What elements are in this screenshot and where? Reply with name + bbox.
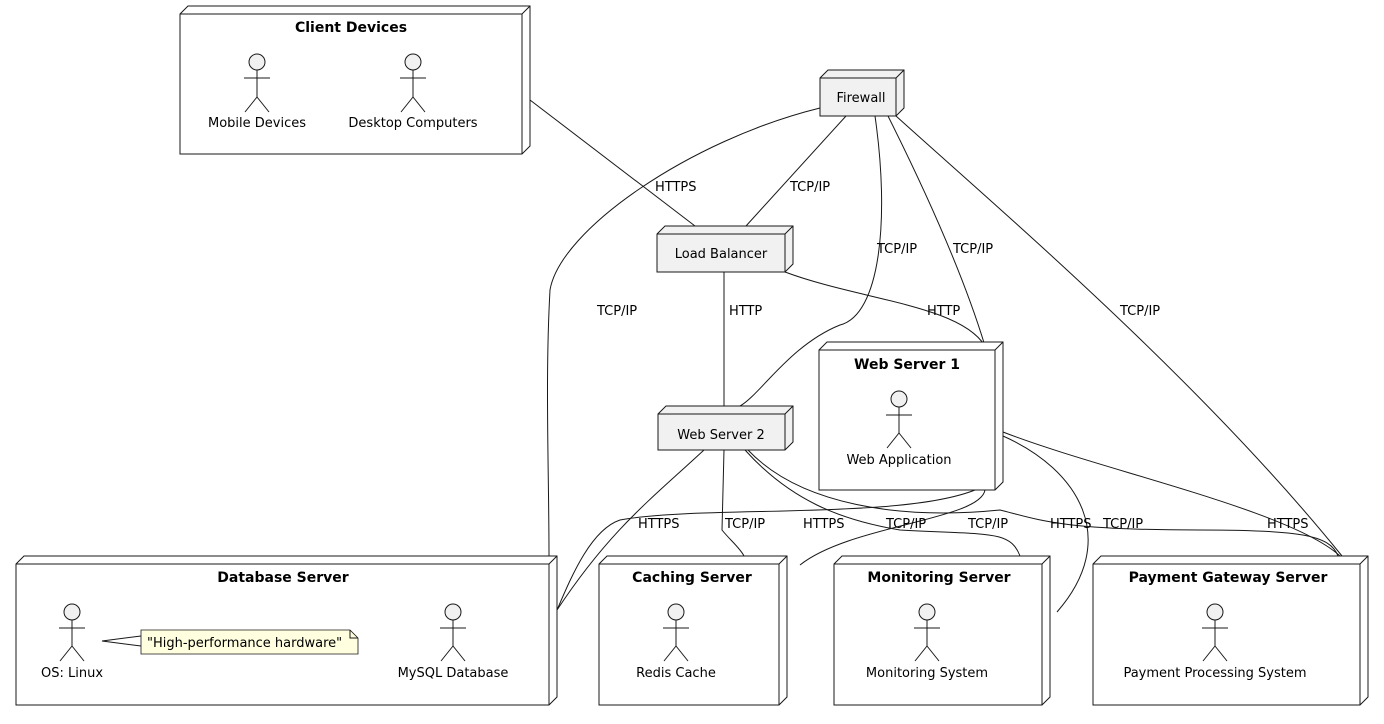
actor-icon bbox=[1202, 603, 1228, 662]
actor-icon bbox=[59, 603, 85, 662]
edge-firewall-payment bbox=[895, 115, 1343, 557]
actor-icon bbox=[663, 603, 689, 662]
edge-loadbalancer-webserver1 bbox=[784, 271, 986, 347]
edge-label-loadbalancer-webserver2: HTTP bbox=[729, 304, 762, 319]
node-web-server-1[interactable]: Web Server 1 Web Application bbox=[818, 341, 1004, 491]
node-title: Database Server bbox=[217, 570, 348, 586]
edge-label-firewall-database: TCP/IP bbox=[596, 304, 637, 319]
note-text: "High-performance hardware" bbox=[147, 636, 342, 651]
edge-labels: HTTPS TCP/IP TCP/IP TCP/IP TCP/IP TCP/IP… bbox=[596, 180, 1309, 532]
node-firewall[interactable]: Firewall bbox=[819, 69, 905, 117]
edge-webserver2-monitoring bbox=[744, 449, 1021, 557]
node-title: Client Devices bbox=[295, 20, 407, 36]
actor-label: Payment Processing System bbox=[1123, 666, 1306, 681]
actor-label: OS: Linux bbox=[41, 666, 103, 681]
edge-webserver2-payment bbox=[747, 449, 1339, 557]
actor-os-linux[interactable]: OS: Linux bbox=[41, 603, 103, 681]
edge-label-webserver1-monitoring: TCP/IP bbox=[1102, 517, 1143, 532]
edge-webserver2-caching bbox=[721, 449, 745, 557]
edge-label-firewall-webserver2: TCP/IP bbox=[876, 242, 917, 257]
actor-icon bbox=[886, 390, 912, 449]
actor-label: Web Application bbox=[846, 453, 951, 468]
edge-label-webserver2-payment: HTTPS bbox=[1050, 517, 1092, 532]
node-title: Payment Gateway Server bbox=[1129, 570, 1328, 586]
node-monitoring-server[interactable]: Monitoring Server Monitoring System bbox=[833, 555, 1051, 706]
node-label: Load Balancer bbox=[675, 247, 768, 262]
actor-payment-processing-system[interactable]: Payment Processing System bbox=[1123, 603, 1307, 681]
edge-label-client-loadbalancer: HTTPS bbox=[655, 180, 697, 195]
actor-mobile-devices[interactable]: Mobile Devices bbox=[208, 53, 306, 131]
edge-client-loadbalancer bbox=[529, 99, 696, 227]
edge-label-loadbalancer-webserver1: HTTP bbox=[927, 304, 960, 319]
edge-label-webserver2-monitoring: TCP/IP bbox=[885, 517, 926, 532]
actor-label: Redis Cache bbox=[636, 666, 716, 681]
actor-label: Monitoring System bbox=[866, 666, 988, 681]
edge-label-webserver2-caching: TCP/IP bbox=[724, 517, 765, 532]
node-caching-server[interactable]: Caching Server Redis Cache bbox=[598, 555, 788, 706]
actor-label: MySQL Database bbox=[398, 666, 509, 681]
edge-webserver1-payment bbox=[1002, 431, 1341, 557]
edge-label-firewall-payment: TCP/IP bbox=[1119, 304, 1160, 319]
node-label: Web Server 2 bbox=[677, 428, 765, 443]
edges bbox=[529, 99, 1343, 613]
node-title: Monitoring Server bbox=[867, 570, 1010, 586]
edge-label-webserver1-database: HTTPS bbox=[803, 517, 845, 532]
node-load-balancer[interactable]: Load Balancer bbox=[656, 225, 794, 273]
note-high-performance: "High-performance hardware" bbox=[101, 629, 359, 655]
actor-icon bbox=[400, 53, 426, 113]
actor-monitoring-system[interactable]: Monitoring System bbox=[866, 603, 988, 681]
node-title: Web Server 1 bbox=[854, 357, 960, 373]
edge-firewall-webserver2 bbox=[739, 115, 883, 407]
edge-label-webserver1-caching: TCP/IP bbox=[967, 517, 1008, 532]
edge-label-firewall-loadbalancer: TCP/IP bbox=[789, 180, 830, 195]
node-database-server[interactable]: Database Server OS: Linux "High-performa… bbox=[15, 555, 558, 706]
edge-firewall-webserver1 bbox=[887, 115, 986, 347]
actor-icon bbox=[440, 603, 466, 662]
edge-firewall-database bbox=[546, 107, 821, 557]
actor-web-application[interactable]: Web Application bbox=[846, 390, 952, 468]
edge-label-webserver2-database: HTTPS bbox=[638, 517, 680, 532]
edge-firewall-loadbalancer bbox=[745, 115, 847, 227]
edge-webserver1-monitoring bbox=[1002, 435, 1089, 613]
edge-label-webserver1-payment: HTTPS bbox=[1267, 517, 1309, 532]
actor-mysql-database[interactable]: MySQL Database bbox=[398, 603, 509, 681]
actor-label: Mobile Devices bbox=[208, 116, 306, 131]
edge-webserver1-caching bbox=[799, 489, 986, 566]
actor-desktop-computers[interactable]: Desktop Computers bbox=[348, 53, 478, 131]
node-web-server-2[interactable]: Web Server 2 bbox=[657, 405, 794, 451]
edge-webserver1-database bbox=[556, 489, 976, 611]
actor-label: Desktop Computers bbox=[348, 116, 477, 131]
node-title: Caching Server bbox=[632, 570, 752, 586]
node-label: Firewall bbox=[836, 91, 885, 106]
node-client-devices[interactable]: Client Devices Mobile Devices Desktop Co… bbox=[179, 5, 531, 155]
edge-label-firewall-webserver1: TCP/IP bbox=[952, 242, 993, 257]
node-payment-gateway-server[interactable]: Payment Gateway Server Payment Processin… bbox=[1092, 555, 1369, 706]
actor-icon bbox=[244, 53, 270, 113]
actor-redis-cache[interactable]: Redis Cache bbox=[636, 603, 716, 681]
actor-icon bbox=[914, 603, 940, 662]
